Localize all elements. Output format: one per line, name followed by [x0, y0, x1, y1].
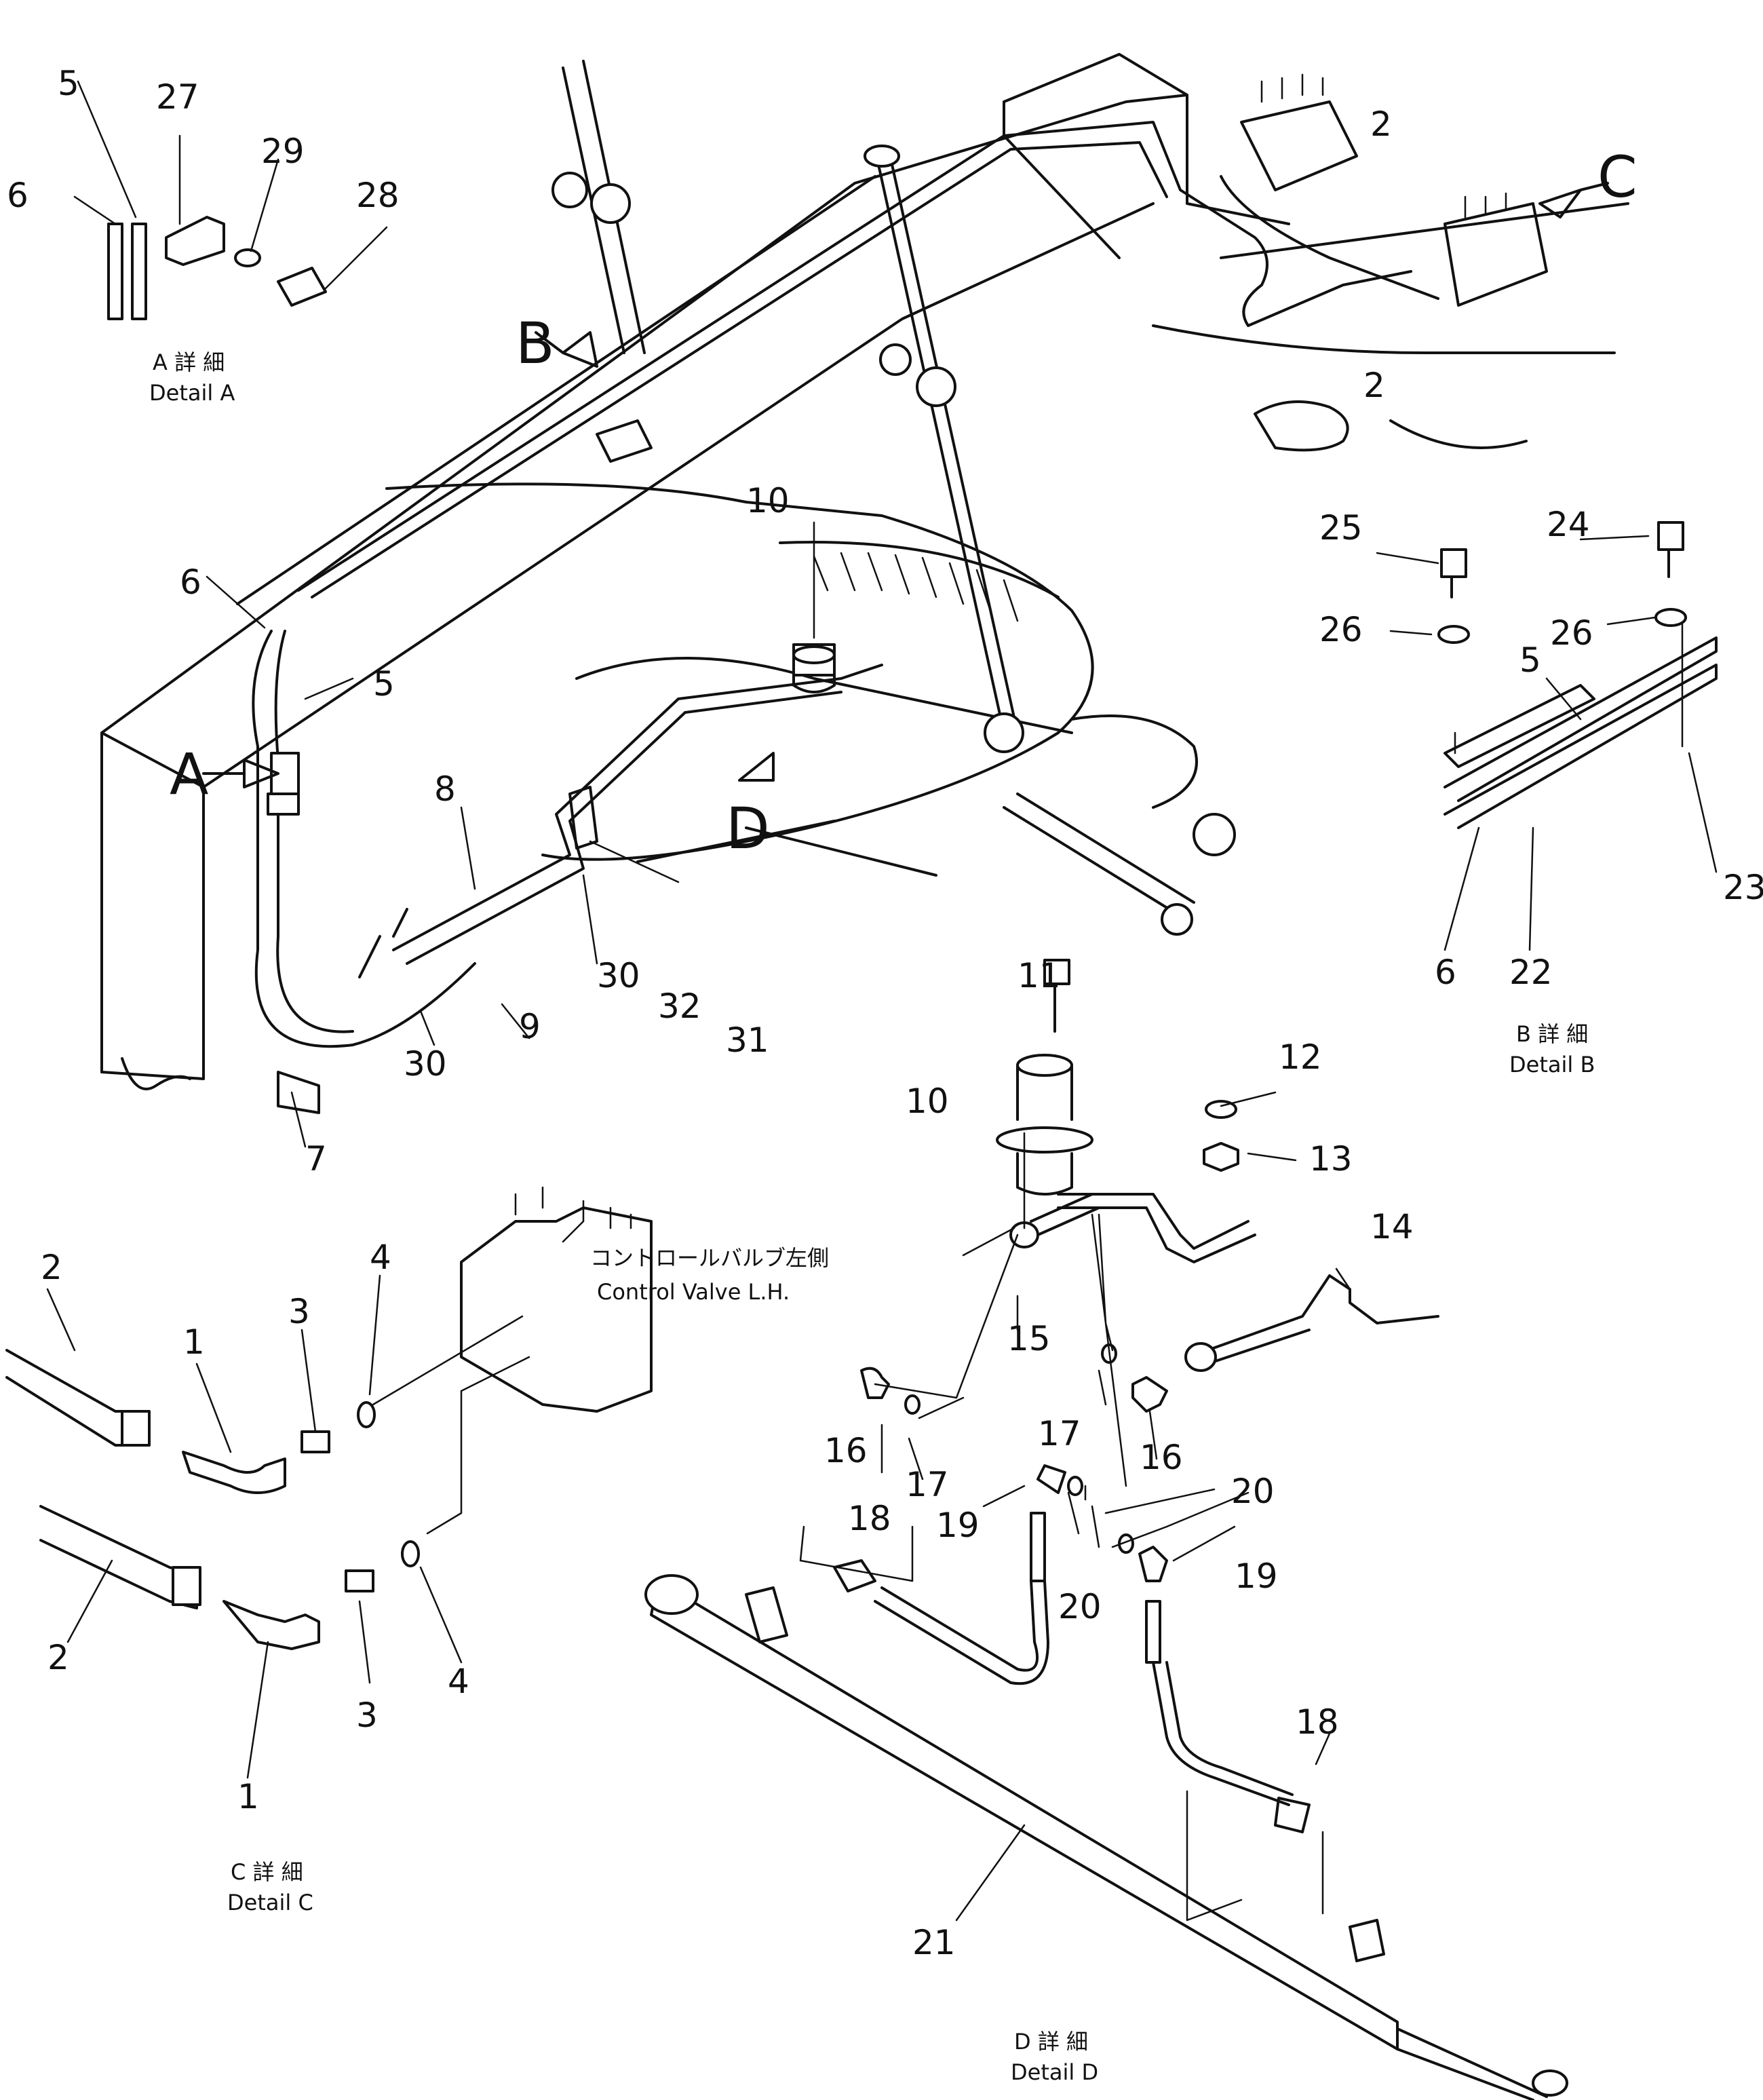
callout-28: 28 — [356, 176, 400, 215]
detail-b-caption-jp: B 詳 細 — [1516, 1021, 1588, 1047]
callout-19-right: 19 — [1235, 1557, 1278, 1596]
callout-7: 7 — [305, 1139, 327, 1179]
view-a-label: A — [170, 741, 208, 807]
callout-30-left: 30 — [404, 1044, 447, 1084]
callout-4-upper: 4 — [370, 1238, 391, 1277]
view-arrow-labels: B A C D — [170, 144, 1638, 862]
callout-29: 29 — [261, 132, 305, 171]
callout-10-main: 10 — [746, 481, 790, 520]
callout-14: 14 — [1370, 1207, 1414, 1246]
callout-11: 11 — [1018, 956, 1061, 995]
detail-c-drawing — [5, 1186, 653, 1779]
callout-5-main: 5 — [373, 664, 395, 704]
callout-27: 27 — [156, 77, 199, 117]
callout-8: 8 — [434, 769, 456, 809]
callout-25: 25 — [1319, 508, 1363, 548]
callout-10-detail-d: 10 — [906, 1082, 949, 1121]
callout-23: 23 — [1723, 868, 1763, 907]
callout-15: 15 — [1007, 1319, 1051, 1358]
callout-26-right: 26 — [1550, 613, 1593, 653]
callout-31: 31 — [726, 1020, 769, 1060]
callout-16-right: 16 — [1140, 1438, 1183, 1477]
callout-5-detail-b: 5 — [1519, 641, 1541, 680]
callout-12: 12 — [1279, 1037, 1322, 1077]
callout-18-upper: 18 — [848, 1499, 891, 1538]
callout-6-detail-b: 6 — [1435, 953, 1456, 992]
callout-17-right: 17 — [1038, 1414, 1081, 1453]
detail-d-caption: Detail D — [1011, 2059, 1098, 2085]
callout-2-detail-c-lower: 2 — [47, 1638, 69, 1677]
callout-9: 9 — [519, 1007, 541, 1046]
callout-24: 24 — [1547, 505, 1590, 544]
callout-numbers: 5 27 29 6 28 2 2 10 6 5 8 30 30 9 7 32 3… — [7, 64, 1763, 1962]
detail-a-drawing — [73, 80, 388, 320]
callout-20-left: 20 — [1058, 1587, 1102, 1626]
callout-3-lower: 3 — [356, 1696, 378, 1735]
callout-4-lower: 4 — [448, 1662, 469, 1701]
detail-c-caption-jp: C 詳 細 — [231, 1859, 303, 1885]
callout-6-main: 6 — [180, 562, 201, 602]
view-arrows — [202, 182, 1609, 788]
detail-b-drawing — [1376, 521, 1718, 951]
detail-a-caption-jp: A 詳 細 — [153, 349, 225, 375]
callout-13: 13 — [1309, 1139, 1353, 1179]
callout-22: 22 — [1509, 953, 1553, 992]
detail-d-drawing — [644, 959, 1568, 2100]
detail-b-caption: Detail B — [1509, 1052, 1595, 1077]
control-valve-caption: Control Valve L.H. — [597, 1279, 790, 1305]
callout-1-upper: 1 — [183, 1322, 205, 1362]
control-valve-caption-jp: コントロールバルブ左側 — [590, 1245, 829, 1271]
callout-17-left: 17 — [906, 1465, 949, 1504]
callout-2-detail-c-upper: 2 — [41, 1248, 62, 1287]
detail-c-caption: Detail C — [227, 1890, 313, 1915]
callout-16-left: 16 — [824, 1431, 868, 1470]
callout-1-lower: 1 — [237, 1777, 259, 1816]
callout-18-lower: 18 — [1296, 1702, 1339, 1742]
callout-30-right: 30 — [597, 956, 640, 995]
callout-2-main-upper: 2 — [1370, 104, 1392, 144]
detail-d-caption-jp: D 詳 細 — [1014, 2029, 1088, 2055]
detail-captions: A 詳 細 Detail A B 詳 細 Detail B C 詳 細 Deta… — [149, 349, 1595, 2085]
view-c-label: C — [1597, 144, 1638, 210]
callout-6-detail-a: 6 — [7, 176, 28, 215]
main-frame — [100, 53, 1629, 1148]
detail-a-caption: Detail A — [149, 380, 235, 406]
callout-5-detail-a: 5 — [58, 64, 79, 103]
callout-20-right: 20 — [1231, 1472, 1275, 1511]
callout-3-upper: 3 — [288, 1292, 310, 1331]
callout-21: 21 — [912, 1923, 956, 1962]
callout-32: 32 — [658, 987, 701, 1026]
view-b-label: B — [516, 310, 555, 377]
callout-2-main-lower: 2 — [1363, 366, 1385, 405]
callout-26-left: 26 — [1319, 610, 1363, 649]
view-d-label: D — [726, 795, 770, 862]
callout-19-left: 19 — [936, 1506, 980, 1545]
